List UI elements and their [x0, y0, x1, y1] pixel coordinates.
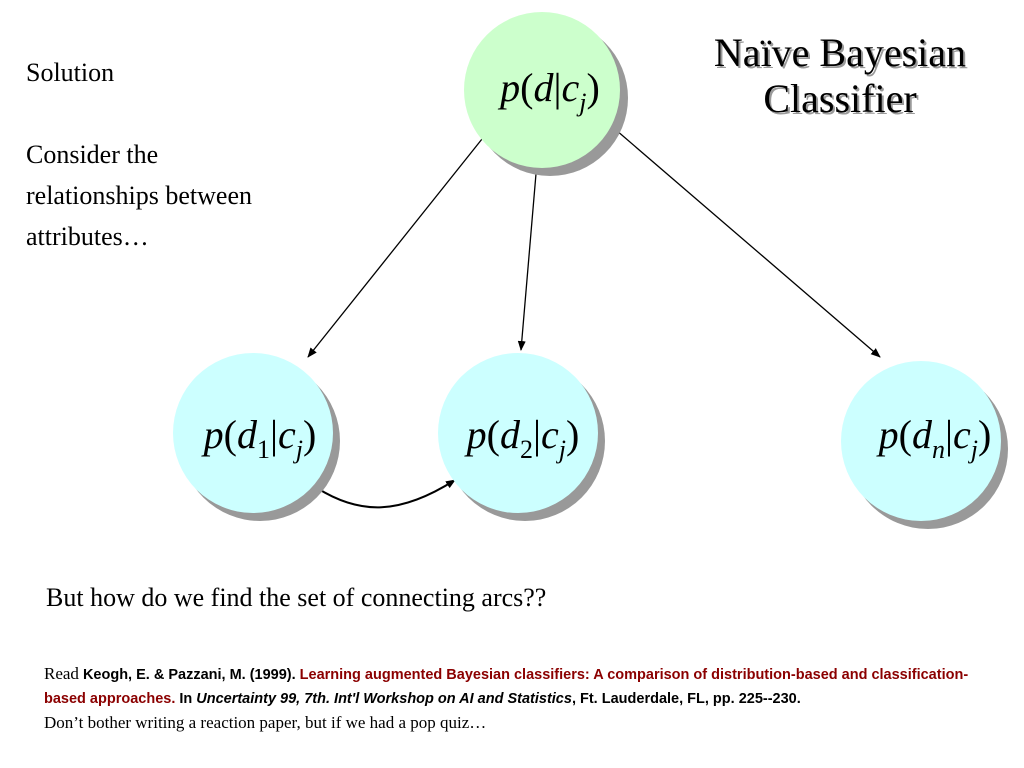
node-p-d1-given-cj: p(d1|cj): [173, 353, 340, 521]
edge-root-to-d2: [517, 161, 538, 351]
node-circle: [438, 353, 598, 513]
node-label: p(dn|cj): [876, 412, 992, 464]
intro-line-3: attributes…: [26, 222, 149, 251]
node-label: p(d1|cj): [201, 412, 317, 464]
intro-line-2: relationships between: [26, 181, 252, 210]
title-line-1: Naïve Bayesian: [713, 30, 967, 75]
node-circle: [841, 361, 1001, 521]
node-label: p(d2|cj): [464, 412, 580, 464]
node-circle: [173, 353, 333, 513]
reading-reference: Read Keogh, E. & Pazzani, M. (1999). Lea…: [44, 662, 1004, 734]
node-p-d2-given-cj: p(d2|cj): [438, 353, 605, 521]
node-p-d-given-cj: p(d|cj): [464, 12, 628, 176]
edge-d1-to-d2: [316, 479, 456, 509]
read-label: Read: [44, 664, 79, 683]
slide-title: Naïve Bayesian Classifier: [660, 30, 1020, 122]
title-line-2: Classifier: [763, 76, 917, 121]
reference-venue: Uncertainty 99, 7th. Int'l Workshop on A…: [196, 691, 572, 707]
reference-in: In: [179, 691, 193, 707]
node-label: p(d|cj): [497, 65, 600, 117]
question-text: But how do we find the set of connecting…: [46, 583, 547, 612]
intro-heading: Solution: [26, 58, 115, 87]
reference-location: , Ft. Lauderdale, FL, pp. 225--230.: [571, 691, 801, 707]
intro-text: Solution Consider the relationships betw…: [26, 52, 356, 257]
edge-root-to-dn: [615, 129, 881, 358]
node-circle: [464, 12, 620, 168]
reference-note: Don’t bother writing a reaction paper, b…: [44, 713, 487, 732]
reference-authors: Keogh, E. & Pazzani, M. (1999).: [82, 667, 296, 683]
edge-root-to-d1: [307, 133, 487, 358]
intro-line-1: Consider the: [26, 140, 159, 169]
reference-paper-title: Learning augmented Bayesian classifiers:…: [44, 667, 969, 707]
node-p-dn-given-cj: p(dn|cj): [841, 361, 1008, 529]
